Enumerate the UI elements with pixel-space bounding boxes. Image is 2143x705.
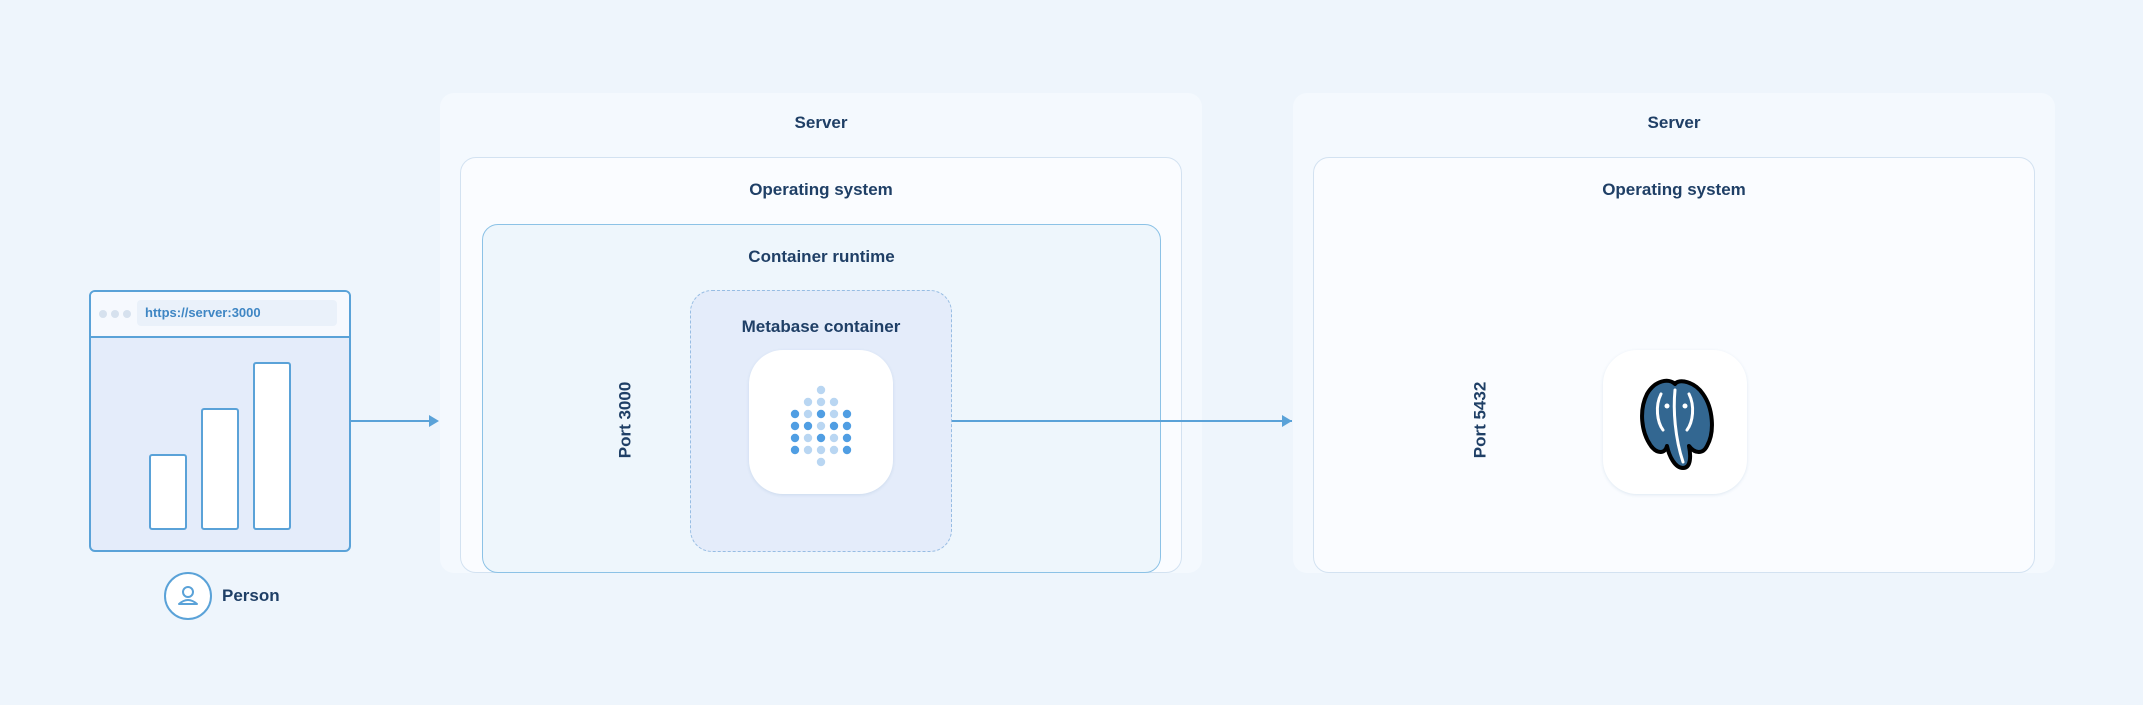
runtime-label: Container runtime: [748, 247, 895, 266]
metabase-logo-dot: [842, 445, 852, 455]
metabase-logo-dot: [816, 409, 826, 419]
window-dot-icon: [111, 310, 119, 318]
window-dot-icon: [123, 310, 131, 318]
postgresql-elephant-icon: [1640, 378, 1714, 470]
arrow-head-icon: [1282, 415, 1292, 427]
metabase-logo-dot: [842, 433, 852, 443]
metabase-logo-dot: [816, 397, 826, 407]
metabase-logo-dot: [829, 409, 839, 419]
server-title: Server: [1647, 113, 1701, 132]
arrow-line: [351, 420, 431, 422]
metabase-logo-dot: [829, 433, 839, 443]
arrow-head-icon: [429, 415, 439, 427]
server-title: Server: [794, 113, 848, 132]
metabase-logo-dot: [803, 397, 813, 407]
arrow-line: [952, 420, 1292, 422]
port-label: Port 5432: [1469, 381, 1489, 459]
browser-window: https://server:3000: [89, 290, 351, 552]
metabase-logo-dot: [803, 445, 813, 455]
metabase-logo-dot: [816, 421, 826, 431]
metabase-tile: [749, 350, 893, 494]
metabase-logo-dot: [803, 433, 813, 443]
metabase-logo-dot: [790, 445, 800, 455]
chart-bar: [253, 362, 291, 530]
metabase-logo-dot: [803, 409, 813, 419]
person-label: Person: [222, 586, 280, 605]
os-label: Operating system: [749, 180, 893, 199]
chart-bar: [201, 408, 239, 530]
metabase-logo-dot: [803, 421, 813, 431]
user-icon: [178, 586, 198, 605]
metabase-logo-dot: [842, 421, 852, 431]
chart-bar: [149, 454, 187, 530]
postgres-tile: [1603, 350, 1747, 494]
metabase-logo-dot: [829, 421, 839, 431]
browser-address-bar: https://server:3000: [91, 292, 349, 338]
metabase-logo-dot: [842, 409, 852, 419]
metabase-logo-icon: [790, 385, 852, 467]
metabase-logo-dot: [816, 457, 826, 467]
metabase-logo-dot: [816, 385, 826, 395]
browser-url: https://server:3000: [137, 300, 337, 326]
metabase-logo-dot: [790, 433, 800, 443]
container-label: Metabase container: [741, 317, 901, 336]
metabase-logo-dot: [790, 409, 800, 419]
metabase-logo-dot: [816, 433, 826, 443]
window-dot-icon: [99, 310, 107, 318]
metabase-logo-dot: [829, 445, 839, 455]
person-avatar: [164, 572, 212, 620]
metabase-logo-dot: [829, 397, 839, 407]
port-label: Port 3000: [614, 381, 634, 459]
metabase-logo-dot: [790, 421, 800, 431]
metabase-logo-dot: [816, 445, 826, 455]
os-label: Operating system: [1602, 180, 1746, 199]
